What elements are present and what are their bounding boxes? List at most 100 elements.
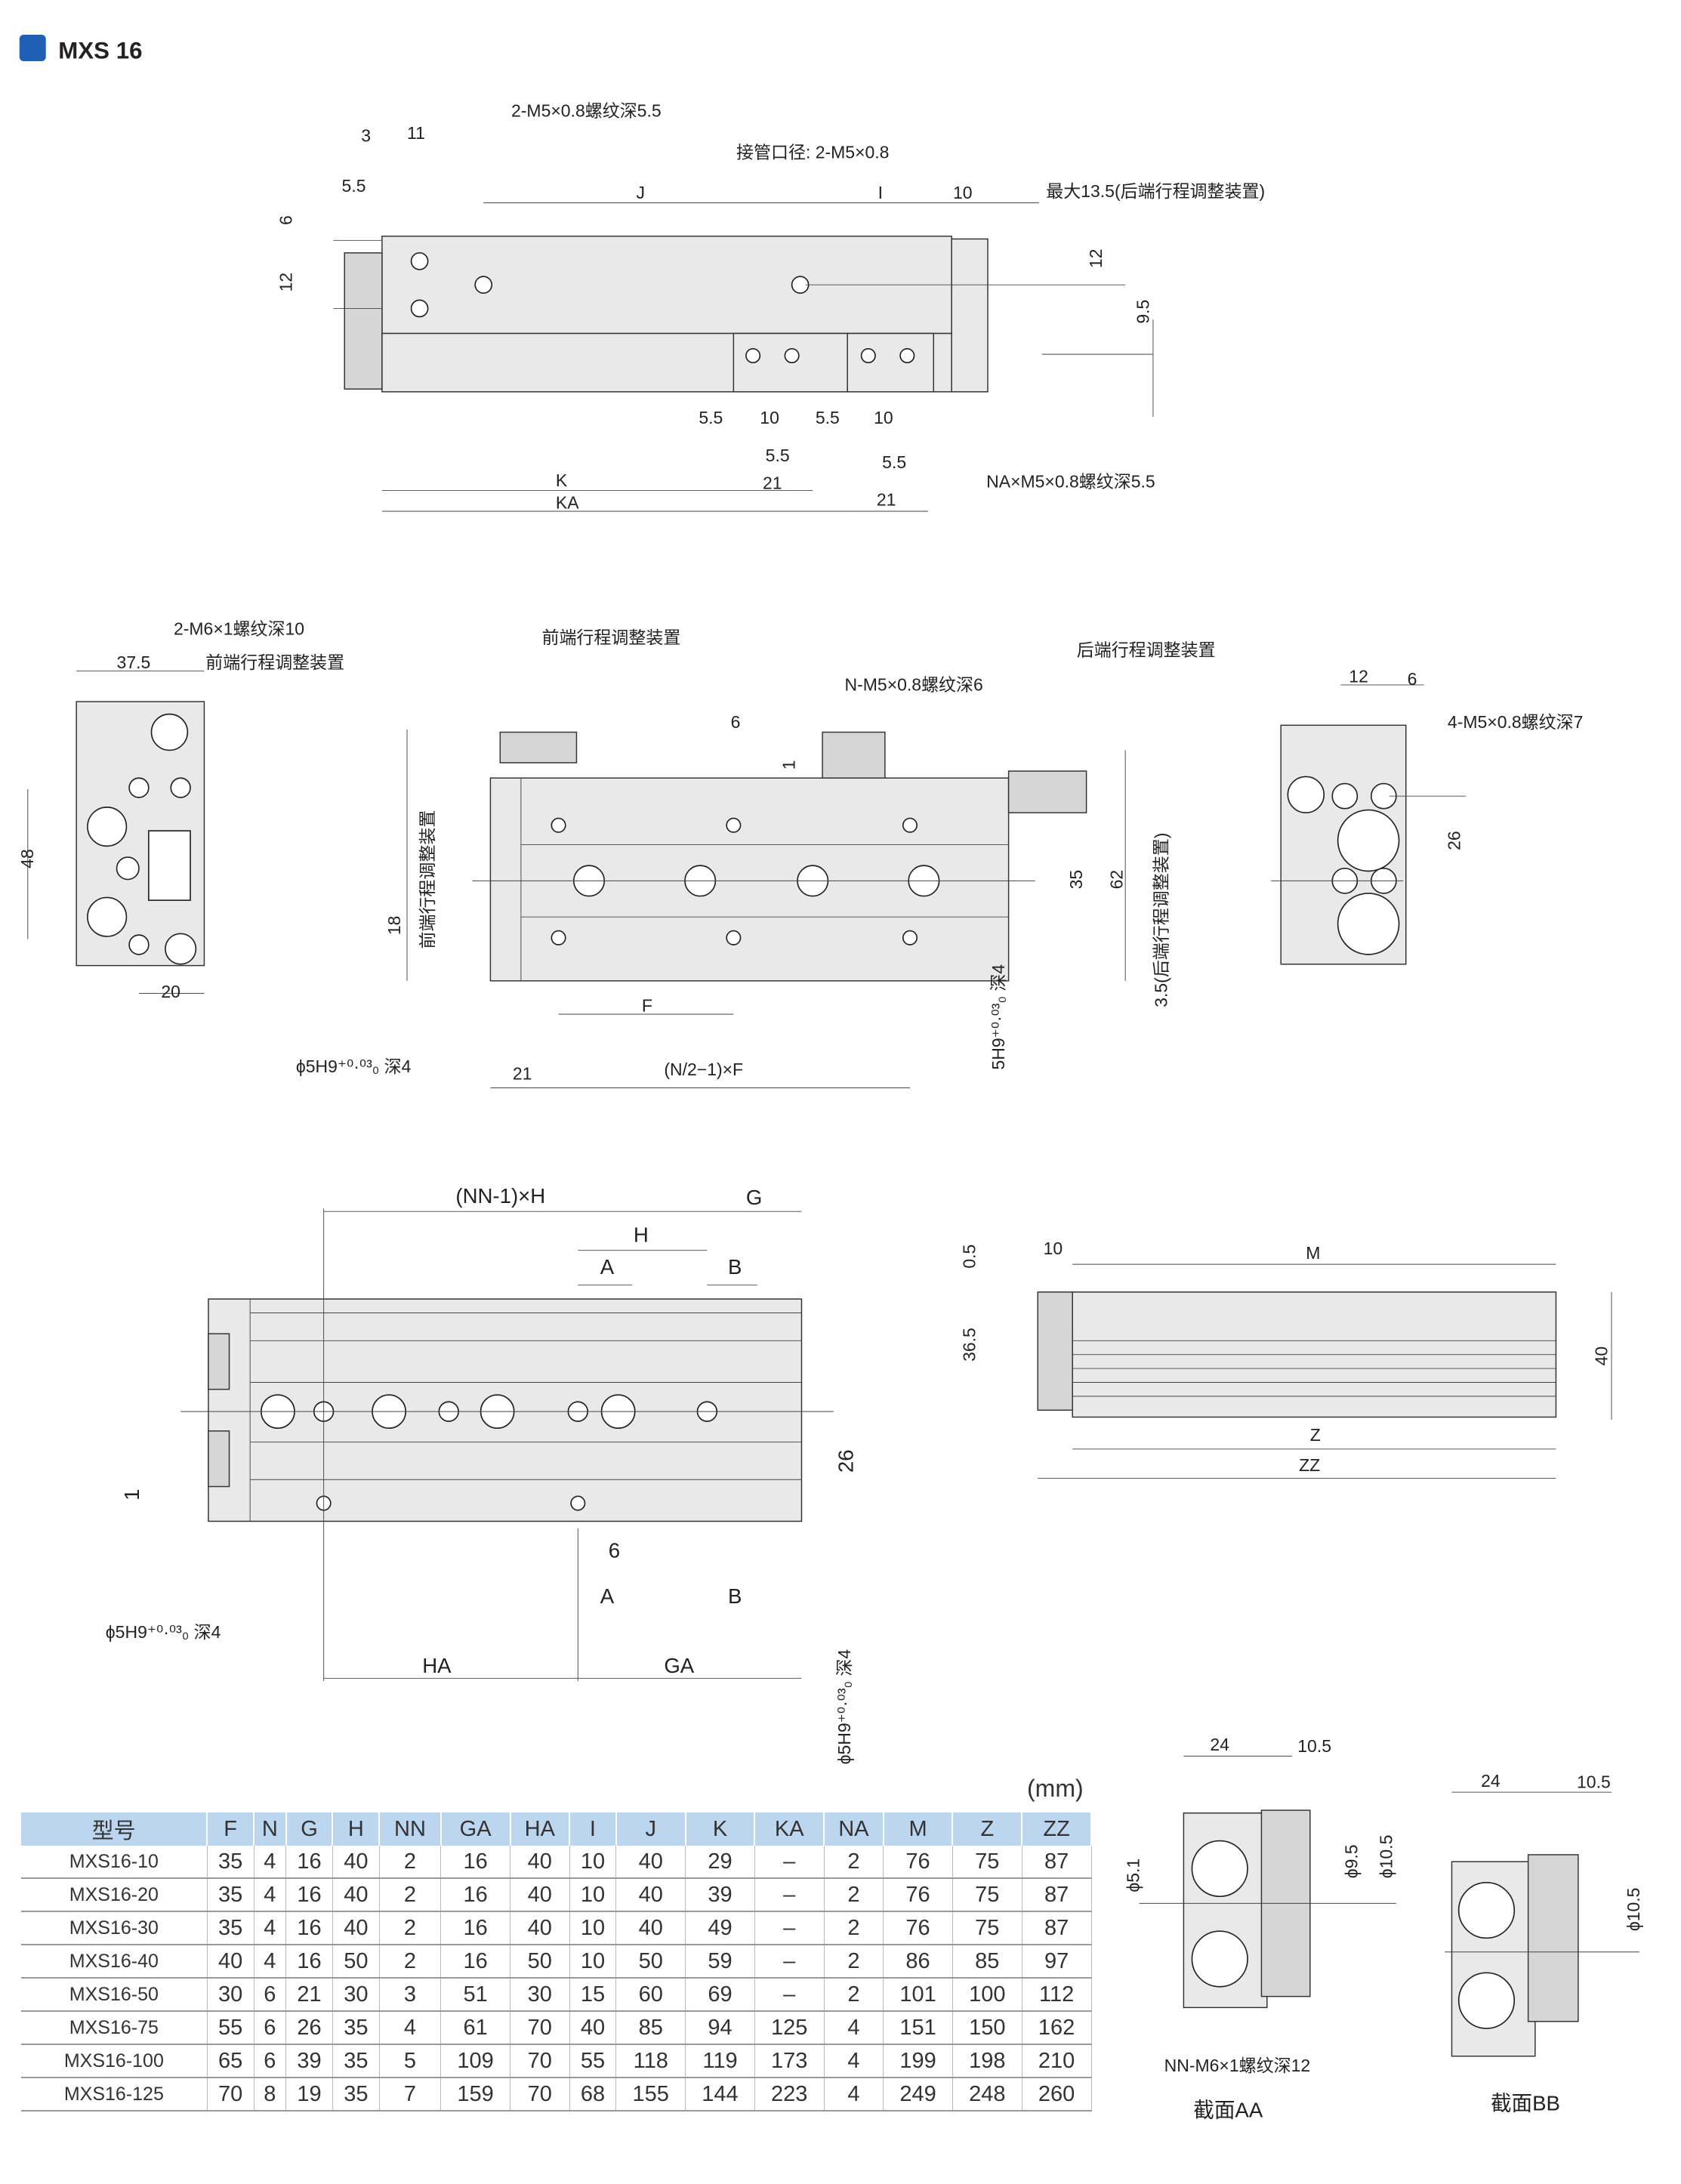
end-view-left xyxy=(27,671,205,994)
table-cell: 39 xyxy=(285,2044,333,2078)
table-cell: 151 xyxy=(883,2011,953,2045)
column-header: HA xyxy=(510,1812,571,1846)
dimension-label: 40 xyxy=(1591,1346,1611,1366)
dimension-label: 前端行程调整装置 xyxy=(418,810,437,949)
table-cell: 4 xyxy=(824,2011,884,2045)
table-cell: 40 xyxy=(332,1846,380,1879)
table-cell: 101 xyxy=(883,1978,953,2012)
column-header: M xyxy=(883,1812,954,1846)
table-cell: 75 xyxy=(952,1878,1022,1912)
dimension-label: NA×M5×0.8螺纹深5.5 xyxy=(986,472,1155,492)
table-cell: 109 xyxy=(440,2044,510,2078)
table-cell: 16 xyxy=(440,1945,510,1979)
table-cell: 112 xyxy=(1022,1978,1092,2012)
table-cell: 118 xyxy=(615,2044,686,2078)
table-cell: 2 xyxy=(824,1978,884,2012)
dimension-label: ϕ10.5 xyxy=(1376,1835,1396,1879)
table-cell: 40 xyxy=(332,1911,380,1945)
dimension-label: 21 xyxy=(763,474,782,493)
column-header: KA xyxy=(754,1812,825,1846)
dimension-label: 6 xyxy=(609,1538,620,1562)
dimension-label: 前端行程调整装置 xyxy=(541,628,680,647)
dimension-label: ϕ9.5 xyxy=(1341,1844,1361,1878)
table-cell: 19 xyxy=(285,2078,333,2112)
dimension-label: 62 xyxy=(1106,870,1126,890)
table-cell: 260 xyxy=(1022,2078,1092,2112)
table-cell: 4 xyxy=(254,1911,287,1945)
table-cell: 30 xyxy=(510,1978,570,2012)
table-cell: 2 xyxy=(824,1846,884,1879)
column-header: K xyxy=(685,1812,756,1846)
dimension-label: 20 xyxy=(161,982,180,1001)
dimension-label: 24 xyxy=(1481,1771,1501,1791)
table-cell: 16 xyxy=(285,1846,333,1879)
table-cell: 70 xyxy=(207,2078,254,2112)
dimension-label: 12 xyxy=(276,273,295,292)
table-cell: 60 xyxy=(615,1978,686,2012)
dimension-label: 6 xyxy=(731,712,741,732)
dimension-label: N-M5×0.8螺纹深6 xyxy=(845,674,983,694)
table-cell: 94 xyxy=(685,2011,755,2045)
side-view-middle xyxy=(406,729,1126,1088)
dimension-label: ϕ5.1 xyxy=(1124,1859,1143,1892)
table-cell: 35 xyxy=(332,2078,380,2112)
table-cell: 119 xyxy=(685,2044,755,2078)
table-cell: 15 xyxy=(569,1978,617,2012)
dimension-label: 5H9⁺⁰·⁰³₀ 深4 xyxy=(989,964,1008,1070)
table-cell: – xyxy=(754,1978,825,2012)
table-cell: 35 xyxy=(207,1911,254,1945)
table-cell: 85 xyxy=(615,2011,686,2045)
table-cell: 4 xyxy=(254,1846,287,1879)
table-cell: 7 xyxy=(379,2078,442,2112)
table-cell: 26 xyxy=(285,2011,333,2045)
table-cell: 3 xyxy=(379,1978,442,2012)
model-cell: MXS16-50 xyxy=(21,1978,208,2012)
dimension-label: ϕ5H9⁺⁰·⁰³₀ 深4 xyxy=(296,1057,412,1076)
page-title: MXS 16 xyxy=(58,37,142,63)
dimension-label: (N/2−1)×F xyxy=(664,1060,743,1079)
table-cell: 59 xyxy=(685,1945,755,1979)
table-cell: 6 xyxy=(254,1978,287,2012)
bottom-view xyxy=(180,1208,834,1682)
table-cell: 199 xyxy=(883,2044,953,2078)
dimension-label: 接管口径: 2-M5×0.8 xyxy=(736,143,889,162)
table-cell: 162 xyxy=(1022,2011,1092,2045)
dimension-label: HA xyxy=(422,1654,452,1677)
table-cell: 30 xyxy=(207,1978,254,2012)
model-cell: MXS16-125 xyxy=(21,2078,208,2112)
table-cell: 85 xyxy=(952,1945,1022,1979)
table-cell: 50 xyxy=(332,1945,380,1979)
dimension-label: 10.5 xyxy=(1297,1736,1331,1756)
table-cell: 40 xyxy=(569,2011,617,2045)
table-cell: 10 xyxy=(569,1911,617,1945)
table-cell: 10 xyxy=(569,1878,617,1912)
dimension-label: KA xyxy=(556,492,579,512)
table-cell: 16 xyxy=(285,1945,333,1979)
unit-label: (mm) xyxy=(1027,1775,1084,1802)
table-cell: 16 xyxy=(285,1878,333,1912)
model-cell: MXS16-100 xyxy=(21,2044,208,2078)
dimension-label: 10 xyxy=(953,183,973,202)
dimension-label: ϕ10.5 xyxy=(1624,1888,1643,1932)
section-bb xyxy=(1445,1791,1639,2057)
table-cell: – xyxy=(754,1878,825,1912)
dimension-label: K xyxy=(556,470,568,490)
table-cell: 2 xyxy=(379,1945,442,1979)
table-cell: 35 xyxy=(332,2044,380,2078)
dimension-label: 48 xyxy=(17,849,37,868)
dimension-label: 18 xyxy=(384,916,404,936)
dimension-label: B xyxy=(728,1255,742,1279)
model-cell: MXS16-30 xyxy=(21,1911,208,1945)
dimension-label: F xyxy=(642,995,652,1015)
table-cell: 30 xyxy=(332,1978,380,2012)
table-cell: 49 xyxy=(685,1911,755,1945)
dimension-label: 6 xyxy=(276,215,295,225)
table-cell: 69 xyxy=(685,1978,755,2012)
table-cell: 8 xyxy=(254,2078,287,2112)
